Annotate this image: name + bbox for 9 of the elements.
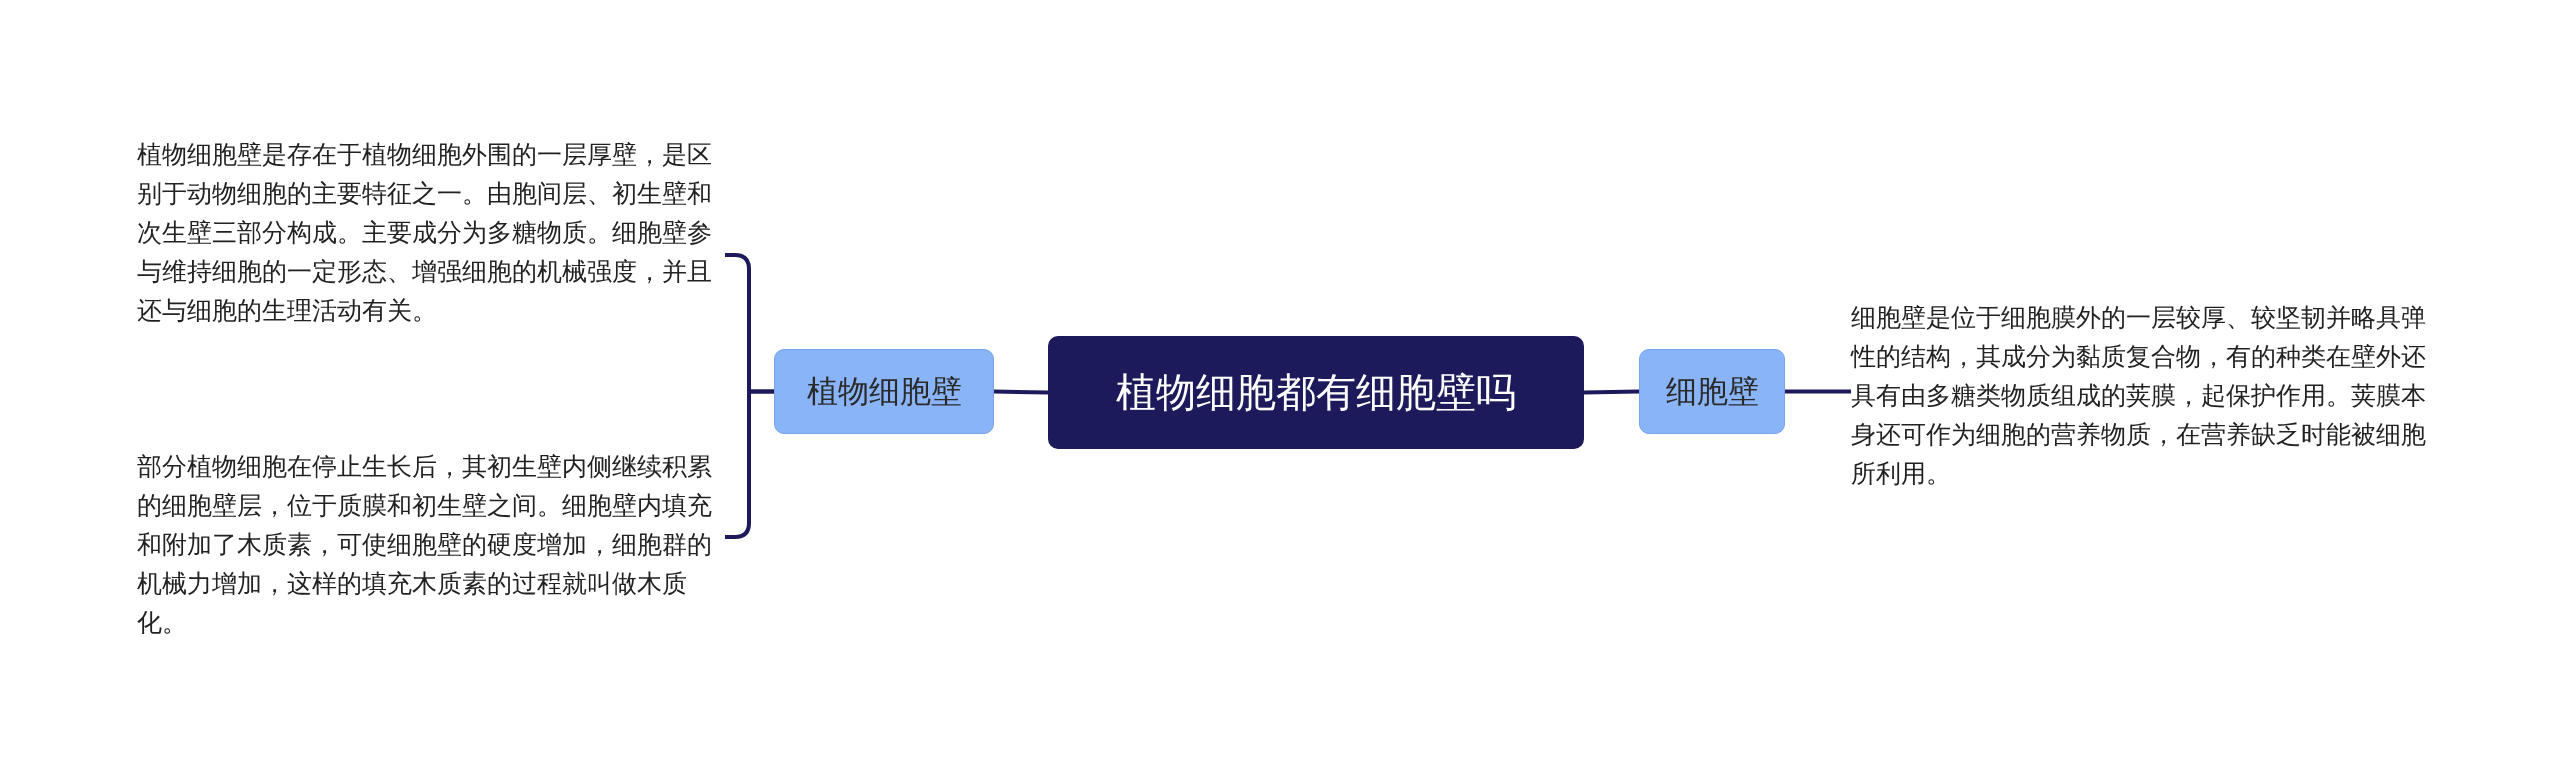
description-text: 部分植物细胞在停止生长后，其初生壁内侧继续积累的细胞壁层，位于质膜和初生壁之间。细胞壁内填充和附加了木质素，可使细胞壁的硬度增加，细胞群的机械力增加，这样的填充木质素的过程就叫做木质化。 bbox=[137, 451, 713, 639]
connector-line bbox=[993, 389, 1049, 395]
description-text: 细胞壁是位于细胞膜外的一层较厚、较坚韧并略具弹性的结构，其成分为黏质复合物，有的种类在壁外还具有由多糖类物质组成的荚膜，起保护作用。荚膜本身还可作为细胞的营养物质，在营养缺乏时能被细胞所利用。 bbox=[1851, 302, 2427, 490]
topic-box: 细胞壁 bbox=[1639, 349, 1785, 434]
connector-line bbox=[1785, 389, 1851, 394]
central-topic-box: 植物细胞都有细胞壁吗 bbox=[1048, 336, 1584, 449]
topic-box: 植物细胞壁 bbox=[774, 349, 994, 434]
connector-line bbox=[1583, 389, 1640, 395]
description-text: 植物细胞壁是存在于植物细胞外围的一层厚壁，是区别于动物细胞的主要特征之一。由胞间层、初生壁和次生壁三部分构成。主要成分为多糖物质。细胞壁参与维持细胞的一定形态、增强细胞的机械强度，并且还与细胞的生理活动有关。 bbox=[137, 139, 713, 327]
